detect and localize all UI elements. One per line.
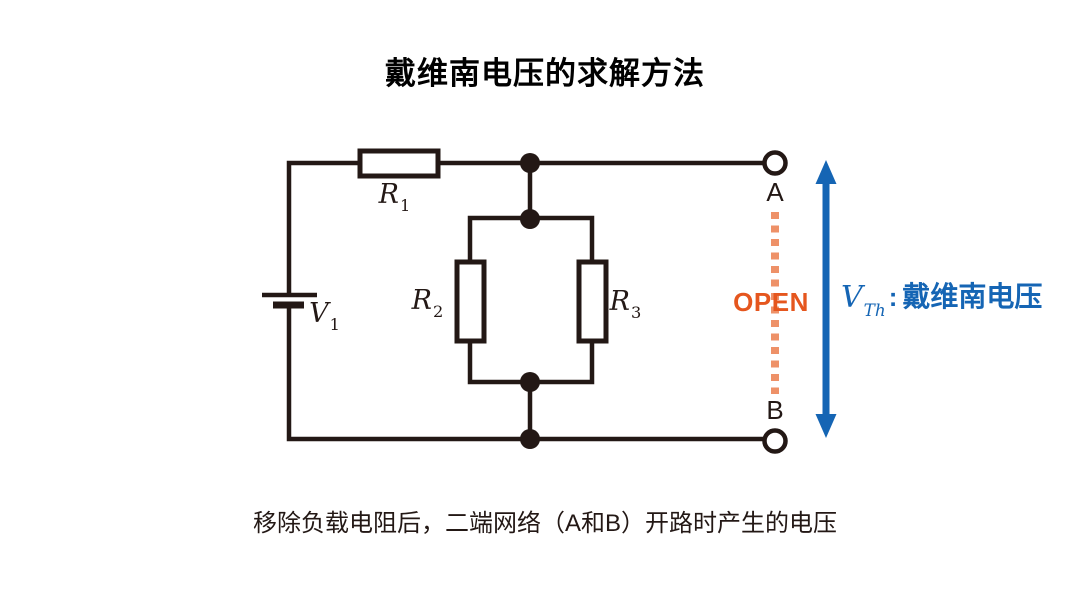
thevenin-voltage-label: VTh:戴维南电压	[841, 280, 1043, 321]
terminal-a-circle	[762, 150, 788, 176]
wire-left-bottom-rail	[286, 307, 765, 442]
thevenin-voltage-arrow	[815, 160, 837, 438]
open-label: OPEN	[733, 287, 809, 317]
resistor-r3-body	[576, 259, 609, 344]
resistor-r2-body	[454, 259, 487, 344]
node-dot	[520, 429, 540, 449]
terminal-a-label: A	[766, 177, 784, 207]
source-v1-label: V1	[309, 298, 340, 335]
resistor-bodies	[357, 148, 609, 344]
vth-name: 戴维南电压	[902, 281, 1043, 313]
circuit-wires	[286, 160, 765, 442]
vth-separator: :	[888, 282, 898, 313]
node-dot	[520, 372, 540, 392]
terminal-b-label: B	[766, 395, 784, 425]
resistor-r3-label: R3	[609, 286, 642, 323]
battery-v1	[262, 292, 317, 309]
junction-nodes	[520, 153, 540, 449]
vth-symbol: VTh	[841, 280, 886, 321]
page-title: 戴维南电压的求解方法	[385, 56, 705, 91]
caption: 移除负载电阻后，二端网络（A和B）开路时产生的电压	[252, 510, 837, 537]
arrow-head-up	[815, 160, 837, 184]
resistor-r1-body	[357, 148, 441, 179]
resistor-r1-label: R1	[378, 179, 411, 216]
terminal-b-circle	[762, 428, 788, 454]
wire-left-top	[286, 160, 360, 295]
node-dot	[520, 209, 540, 229]
arrow-head-down	[815, 414, 837, 438]
open-terminals	[762, 150, 788, 454]
resistor-r2-label: R2	[411, 285, 444, 322]
node-dot	[520, 153, 540, 173]
